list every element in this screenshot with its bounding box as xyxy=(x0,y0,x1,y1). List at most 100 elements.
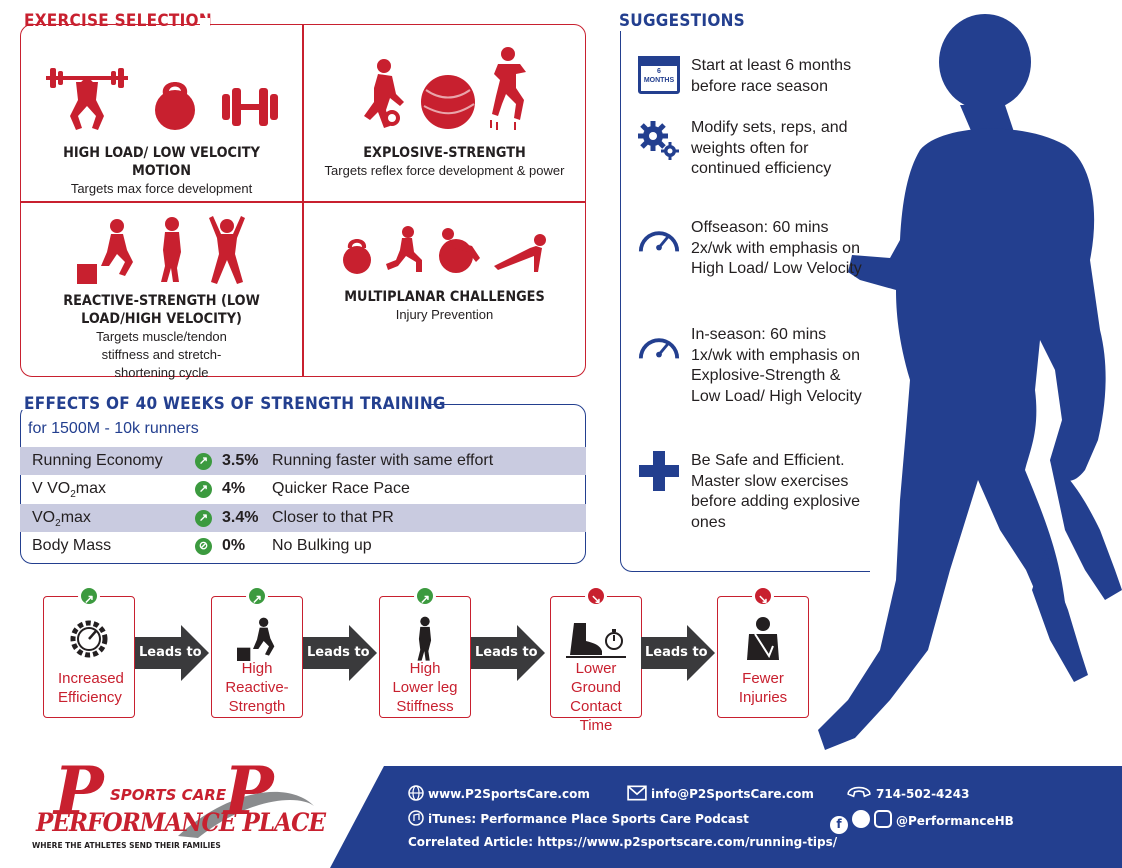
box-jump-icon xyxy=(76,219,133,284)
exercise-selection-title: EXERCISE SELECTION xyxy=(24,11,212,31)
explosive-icons xyxy=(303,44,586,130)
twitter-icon[interactable] xyxy=(852,810,870,828)
exercise-cell-explosive: EXPLOSIVE-STRENGTH Targets reflex force … xyxy=(303,44,586,180)
runner-silhouette xyxy=(818,14,1122,750)
suggestion-text: Be Safe and Efficient. Master slow exerc… xyxy=(691,452,861,531)
exercise-cell-subtitle: Targets max force development xyxy=(70,181,253,196)
suggestion-item: Offseason: 60 mins 2x/wk with emphasis o… xyxy=(637,218,867,280)
trend-down-icon: ↘ xyxy=(752,585,774,607)
logo-text-top: SPORTS CARE xyxy=(110,786,227,804)
stability-ball-icon xyxy=(438,228,480,273)
gears-icon xyxy=(638,121,679,160)
medical-cross-icon xyxy=(639,451,679,491)
flow-step-lower-leg-stiffness: ↗ High Lower leg Stiffness xyxy=(379,585,471,718)
suggestion-item: 6 MONTHS Start at least 6 months before … xyxy=(637,56,867,97)
arrow-label: Leads to xyxy=(475,645,538,660)
exercise-cell-multiplanar: MULTIPLANAR CHALLENGES Injury Prevention xyxy=(303,208,586,324)
logo-tagline: WHERE THE ATHLETES SEND THEIR FAMILIES xyxy=(32,841,221,850)
speedometer-gear-icon xyxy=(70,620,108,658)
effect-row-running-economy: Running Economy ↗ 3.5% Running faster wi… xyxy=(20,447,586,475)
effect-value: 4% xyxy=(222,480,246,497)
suggestion-item: Modify sets, reps, and weights often for… xyxy=(637,118,867,180)
trend-up-icon: ↗ xyxy=(246,585,268,607)
effect-value: 3.4% xyxy=(222,509,259,526)
suggestion-text: Offseason: 60 mins 2x/wk with emphasis o… xyxy=(691,219,862,277)
trend-up-icon: ↗ xyxy=(78,585,100,607)
lunge-icon xyxy=(385,226,422,272)
arrow-up-icon: ↗ xyxy=(195,453,212,470)
suggestion-text: In-season: 60 mins 1x/wk with emphasis o… xyxy=(691,326,862,405)
suggestion-item: In-season: 60 mins 1x/wk with emphasis o… xyxy=(637,325,867,407)
calf-raise-icon xyxy=(417,616,432,661)
injured-person-icon xyxy=(747,617,779,660)
flow-step-ground-contact: ↘ Lower Ground Contact Time xyxy=(550,585,642,734)
suggestions-title: SUGGESTIONS xyxy=(619,11,751,31)
gauge-icon xyxy=(638,231,680,252)
gauge-icon xyxy=(638,338,680,359)
arrow-label: Leads to xyxy=(139,645,202,660)
brand-logo: P P SPORTS CARE PERFORMANCE PLACE WHERE … xyxy=(32,752,326,850)
flow-step-label: High Lower leg Stiffness xyxy=(392,660,458,715)
exercise-cell-reactive: REACTIVE-STRENGTH (LOW LOAD/HIGH VELOCIT… xyxy=(22,216,301,382)
envelope-icon xyxy=(627,785,647,801)
arrow-label: Leads to xyxy=(645,645,708,660)
facebook-icon[interactable]: f xyxy=(830,816,848,834)
calf-raise-icon xyxy=(160,217,181,282)
effect-name: Body Mass xyxy=(32,537,112,554)
grid-divider-vertical xyxy=(302,25,304,376)
leads-to-arrow: Leads to xyxy=(303,625,377,681)
suggestions-border xyxy=(620,30,870,572)
flow-step-reactive-strength: ↗ High Reactive-Strength xyxy=(211,585,303,718)
website-link[interactable]: www.P2SportsCare.com xyxy=(408,785,590,801)
suggestion-item: Be Safe and Efficient. Master slow exerc… xyxy=(637,451,867,533)
box-jump-icon xyxy=(237,617,275,661)
flow-step-label: Fewer Injuries xyxy=(738,670,788,706)
effect-name: V VO2max xyxy=(32,480,107,501)
effect-row-vo2max: VO2max ↗ 3.4% Closer to that PR xyxy=(20,504,586,532)
trend-up-icon: ↗ xyxy=(414,585,436,607)
exercise-cell-title: REACTIVE-STRENGTH (LOW LOAD/HIGH VELOCIT… xyxy=(63,293,260,327)
instagram-icon[interactable] xyxy=(874,810,892,828)
logo-text-main: PERFORMANCE PLACE xyxy=(36,808,326,837)
effect-description: Quicker Race Pace xyxy=(272,480,410,497)
effect-description: No Bulking up xyxy=(272,537,372,554)
reactive-icons xyxy=(22,216,301,284)
trend-down-icon: ↘ xyxy=(585,585,607,607)
podcast-link[interactable]: iTunes: Performance Place Sports Care Po… xyxy=(408,810,749,826)
squat-barbell-icon xyxy=(45,68,128,130)
effect-name: Running Economy xyxy=(32,452,163,469)
arrow-label: Leads to xyxy=(307,645,370,660)
dumbbell-icon xyxy=(221,88,278,126)
no-change-icon: ⊘ xyxy=(195,538,212,555)
exercise-selection-panel xyxy=(20,24,586,377)
effect-description: Running faster with same effort xyxy=(272,452,494,469)
email-link[interactable]: info@P2SportsCare.com xyxy=(627,785,814,801)
social-handle[interactable]: f@PerformanceHB xyxy=(830,810,1014,834)
effects-title: EFFECTS OF 40 WEEKS OF STRENGTH TRAINING xyxy=(24,394,446,414)
logo-swoosh xyxy=(178,791,314,838)
flow-step-fewer-injuries: ↘ Fewer Injuries xyxy=(717,585,809,718)
foot-stopwatch-icon xyxy=(566,623,626,658)
footer-band xyxy=(330,766,1122,868)
exercise-cell-subtitle: Injury Prevention xyxy=(395,307,494,322)
leads-to-arrow: Leads to xyxy=(641,625,715,681)
title-mask xyxy=(16,396,426,410)
effect-description: Closer to that PR xyxy=(272,509,394,526)
flow-step-label: High Reactive-Strength xyxy=(225,660,289,715)
globe-icon xyxy=(408,785,424,801)
flow-step-efficiency: ↗ Increased Efficiency xyxy=(43,585,135,718)
phone-icon xyxy=(847,786,871,798)
exercise-cell-title: HIGH LOAD/ LOW VELOCITY MOTION xyxy=(63,145,260,179)
effect-row-v-vo2max: V VO2max ↗ 4% Quicker Race Pace xyxy=(20,475,586,503)
phone-link[interactable]: 714-502-4243 xyxy=(846,785,969,801)
exercise-cell-title: MULTIPLANAR CHALLENGES xyxy=(344,289,545,305)
kettlebell-icon xyxy=(154,82,195,130)
medicine-ball-icon xyxy=(420,75,475,129)
suggestion-text: Modify sets, reps, and weights often for… xyxy=(691,119,848,177)
correlated-article-link[interactable]: Correlated Article: https://www.p2sports… xyxy=(408,835,838,849)
jumping-jack-icon xyxy=(208,216,245,284)
flow-step-label: Increased Efficiency xyxy=(58,670,124,706)
title-mask xyxy=(200,18,210,30)
flow-step-label: Lower Ground Contact Time xyxy=(570,660,622,734)
side-plank-icon xyxy=(493,234,546,272)
